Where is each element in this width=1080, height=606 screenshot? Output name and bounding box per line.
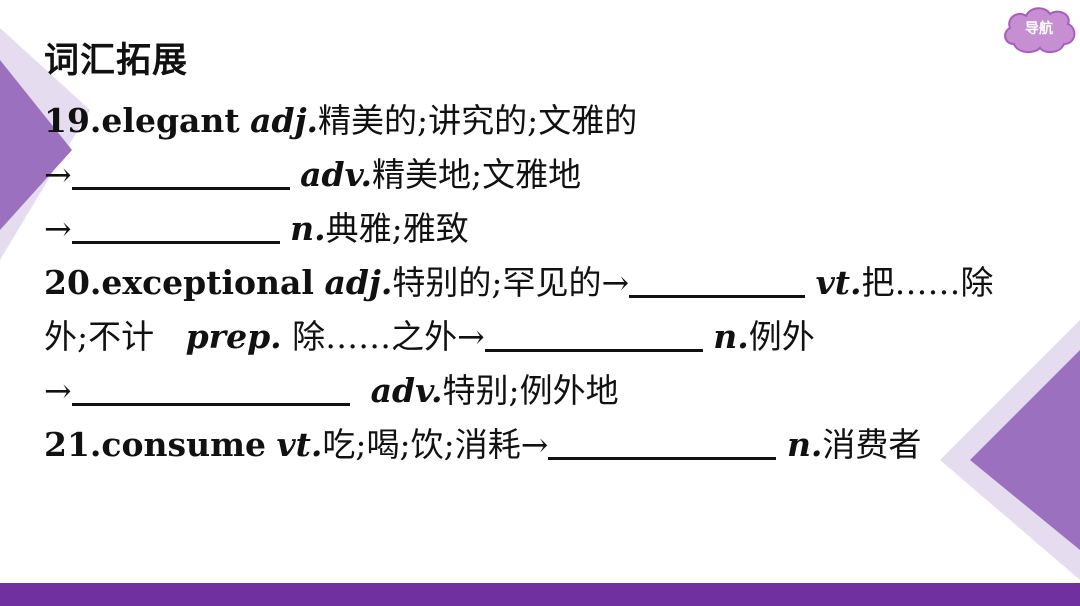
part-of-speech: n. [786,425,823,464]
cloud-icon [1004,7,1076,54]
answer-blank [548,423,777,460]
answer-blank [629,261,806,298]
part-of-speech: adv. [370,371,443,410]
derivative-line-adv-2: → adv.特别;例外地 [44,364,1034,418]
answer-blank [71,207,280,244]
part-of-speech: prep. [185,317,282,356]
answer-blank [71,369,350,406]
vocab-line-21: 21.consume vt.吃;喝;饮;消耗→ n.消费者 [44,418,1034,472]
meaning: 外;不计 [44,317,155,356]
vocab-line-20: 20.exceptional adj.特别的;罕见的→ vt.把……除 [44,256,1034,310]
nav-button-label: 导航 [1025,21,1053,37]
meaning: 特别;例外地 [442,371,619,410]
derivative-line-n: → n.典雅;雅致 [44,202,1034,256]
meaning: 除……之外→ [292,317,485,356]
word-entry: 19.elegant [44,101,240,140]
bottom-bar [0,583,1080,606]
meaning: 把……除 [861,263,994,302]
derivative-line-adv: → adv.精美地;文雅地 [44,148,1034,202]
right-triangle-decoration [940,320,1080,580]
part-of-speech: adv. [300,155,372,194]
nav-button[interactable]: 导航 [1000,4,1078,56]
arrow: → [44,209,72,248]
part-of-speech: n. [290,209,326,248]
vocab-content: 19.elegant adj.精美的;讲究的;文雅的 → adv.精美地;文雅地… [44,94,1034,472]
part-of-speech: adj. [250,101,319,140]
vocab-line-20-cont: 外;不计 prep. 除……之外→ n.例外 [44,310,1034,364]
word-entry: 21.consume [44,425,266,464]
arrow: → [44,371,72,410]
word-entry: 20.exceptional [44,263,314,302]
meaning: 精美地;文雅地 [371,155,582,194]
part-of-speech: adj. [324,263,393,302]
left-triangle-decoration [0,28,90,260]
part-of-speech: n. [713,317,749,356]
meaning: 特别的;罕见的→ [392,263,630,302]
meaning: 吃;喝;饮;消耗→ [322,425,549,464]
page-title: 词汇拓展 [44,41,189,81]
arrow: → [44,155,72,194]
meaning: 消费者 [822,425,922,464]
meaning: 精美的;讲究的;文雅的 [318,101,638,140]
meaning: 例外 [748,317,815,356]
answer-blank [71,153,290,190]
answer-blank [484,315,703,352]
part-of-speech: vt. [276,425,323,464]
part-of-speech: vt. [815,263,862,302]
meaning: 典雅;雅致 [325,209,469,248]
vocab-line-19: 19.elegant adj.精美的;讲究的;文雅的 [44,94,1034,148]
